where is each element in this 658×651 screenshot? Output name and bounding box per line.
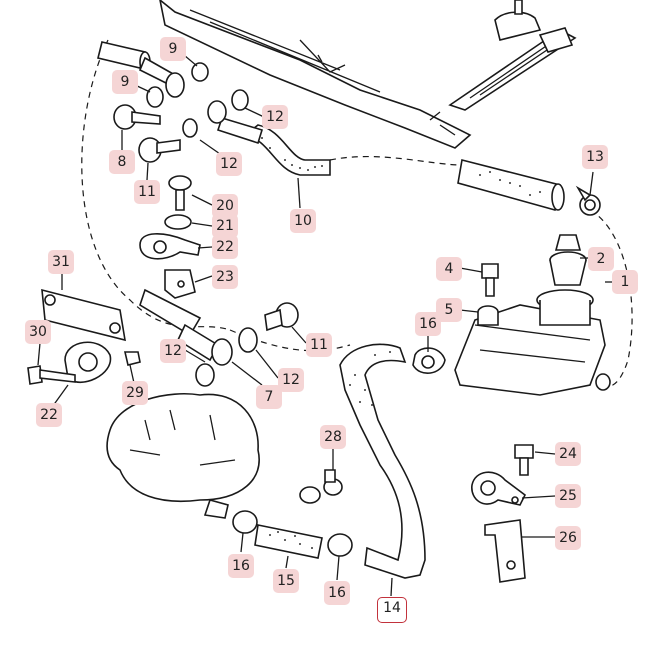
engine-block: [106, 392, 260, 519]
callout-24[interactable]: 24: [555, 442, 581, 466]
callout-13[interactable]: 13: [582, 145, 608, 169]
callout-28[interactable]: 28: [320, 425, 346, 449]
callout-7[interactable]: 7: [256, 385, 282, 409]
callout-1[interactable]: 1: [612, 270, 638, 294]
cap-2: [549, 234, 587, 286]
bolt-11-upper: [138, 137, 181, 163]
callout-31[interactable]: 31: [48, 250, 74, 274]
callout-15[interactable]: 15: [273, 569, 299, 593]
callout-29[interactable]: 29: [122, 381, 148, 405]
callout-9-upper[interactable]: 9: [160, 37, 186, 61]
clip-22-upper: [139, 233, 201, 260]
hose-15: [254, 524, 323, 559]
callout-12-top[interactable]: 12: [262, 105, 288, 129]
dashed-boundary-top: [329, 155, 463, 166]
callout-11-lower[interactable]: 11: [306, 333, 332, 357]
upper-bracket: [448, 0, 577, 111]
clip-22-lower: [64, 341, 112, 384]
callout-12-left[interactable]: 12: [160, 339, 186, 363]
nut-29: [123, 351, 141, 366]
callout-2[interactable]: 2: [588, 247, 614, 271]
holder-23: [164, 269, 196, 299]
callout-22-lower[interactable]: 22: [36, 403, 62, 427]
washer-21: [164, 214, 192, 230]
callout-12-right[interactable]: 12: [278, 368, 304, 392]
callout-10[interactable]: 10: [290, 209, 316, 233]
clamp-16-right: [327, 533, 353, 557]
clamp-28: [299, 469, 343, 504]
clamp-16-left: [232, 510, 258, 534]
callout-14-selected[interactable]: 14: [377, 597, 407, 623]
bolt-24: [514, 444, 534, 476]
bolt-8: [113, 104, 161, 130]
pipe-7: [139, 288, 258, 387]
body-frame-rail: [159, 0, 472, 149]
clip-25: [471, 471, 527, 506]
reservoir-1: [454, 289, 611, 396]
bracket-26: [484, 519, 526, 583]
bolt-4: [481, 263, 499, 297]
clamp-16-upper: [412, 347, 446, 374]
callout-30[interactable]: 30: [25, 320, 51, 344]
sleeve-5: [477, 305, 499, 326]
hose-14: [339, 343, 426, 579]
callout-9-lower[interactable]: 9: [112, 70, 138, 94]
callout-4[interactable]: 4: [436, 257, 462, 281]
callout-23[interactable]: 23: [212, 265, 238, 289]
bolt-30: [27, 365, 76, 385]
callout-21[interactable]: 21: [212, 214, 238, 238]
hose-10: [207, 100, 331, 176]
callout-8[interactable]: 8: [109, 150, 135, 174]
callout-16-upper[interactable]: 16: [415, 312, 441, 336]
hose-upper-left: [97, 41, 249, 138]
callout-26[interactable]: 26: [555, 526, 581, 550]
bolt-11-lower: [264, 302, 299, 332]
callout-16-left[interactable]: 16: [228, 554, 254, 578]
clamp-13: [575, 185, 601, 216]
callout-12-mid[interactable]: 12: [216, 152, 242, 176]
callout-22-upper[interactable]: 22: [212, 235, 238, 259]
callout-25[interactable]: 25: [555, 484, 581, 508]
screw-20: [168, 175, 192, 211]
callout-16-right[interactable]: 16: [324, 581, 350, 605]
callout-11-upper[interactable]: 11: [134, 180, 160, 204]
dashed-boundary-right: [589, 209, 633, 388]
hose-upper-right: [457, 159, 565, 212]
bracket-31: [41, 288, 126, 342]
